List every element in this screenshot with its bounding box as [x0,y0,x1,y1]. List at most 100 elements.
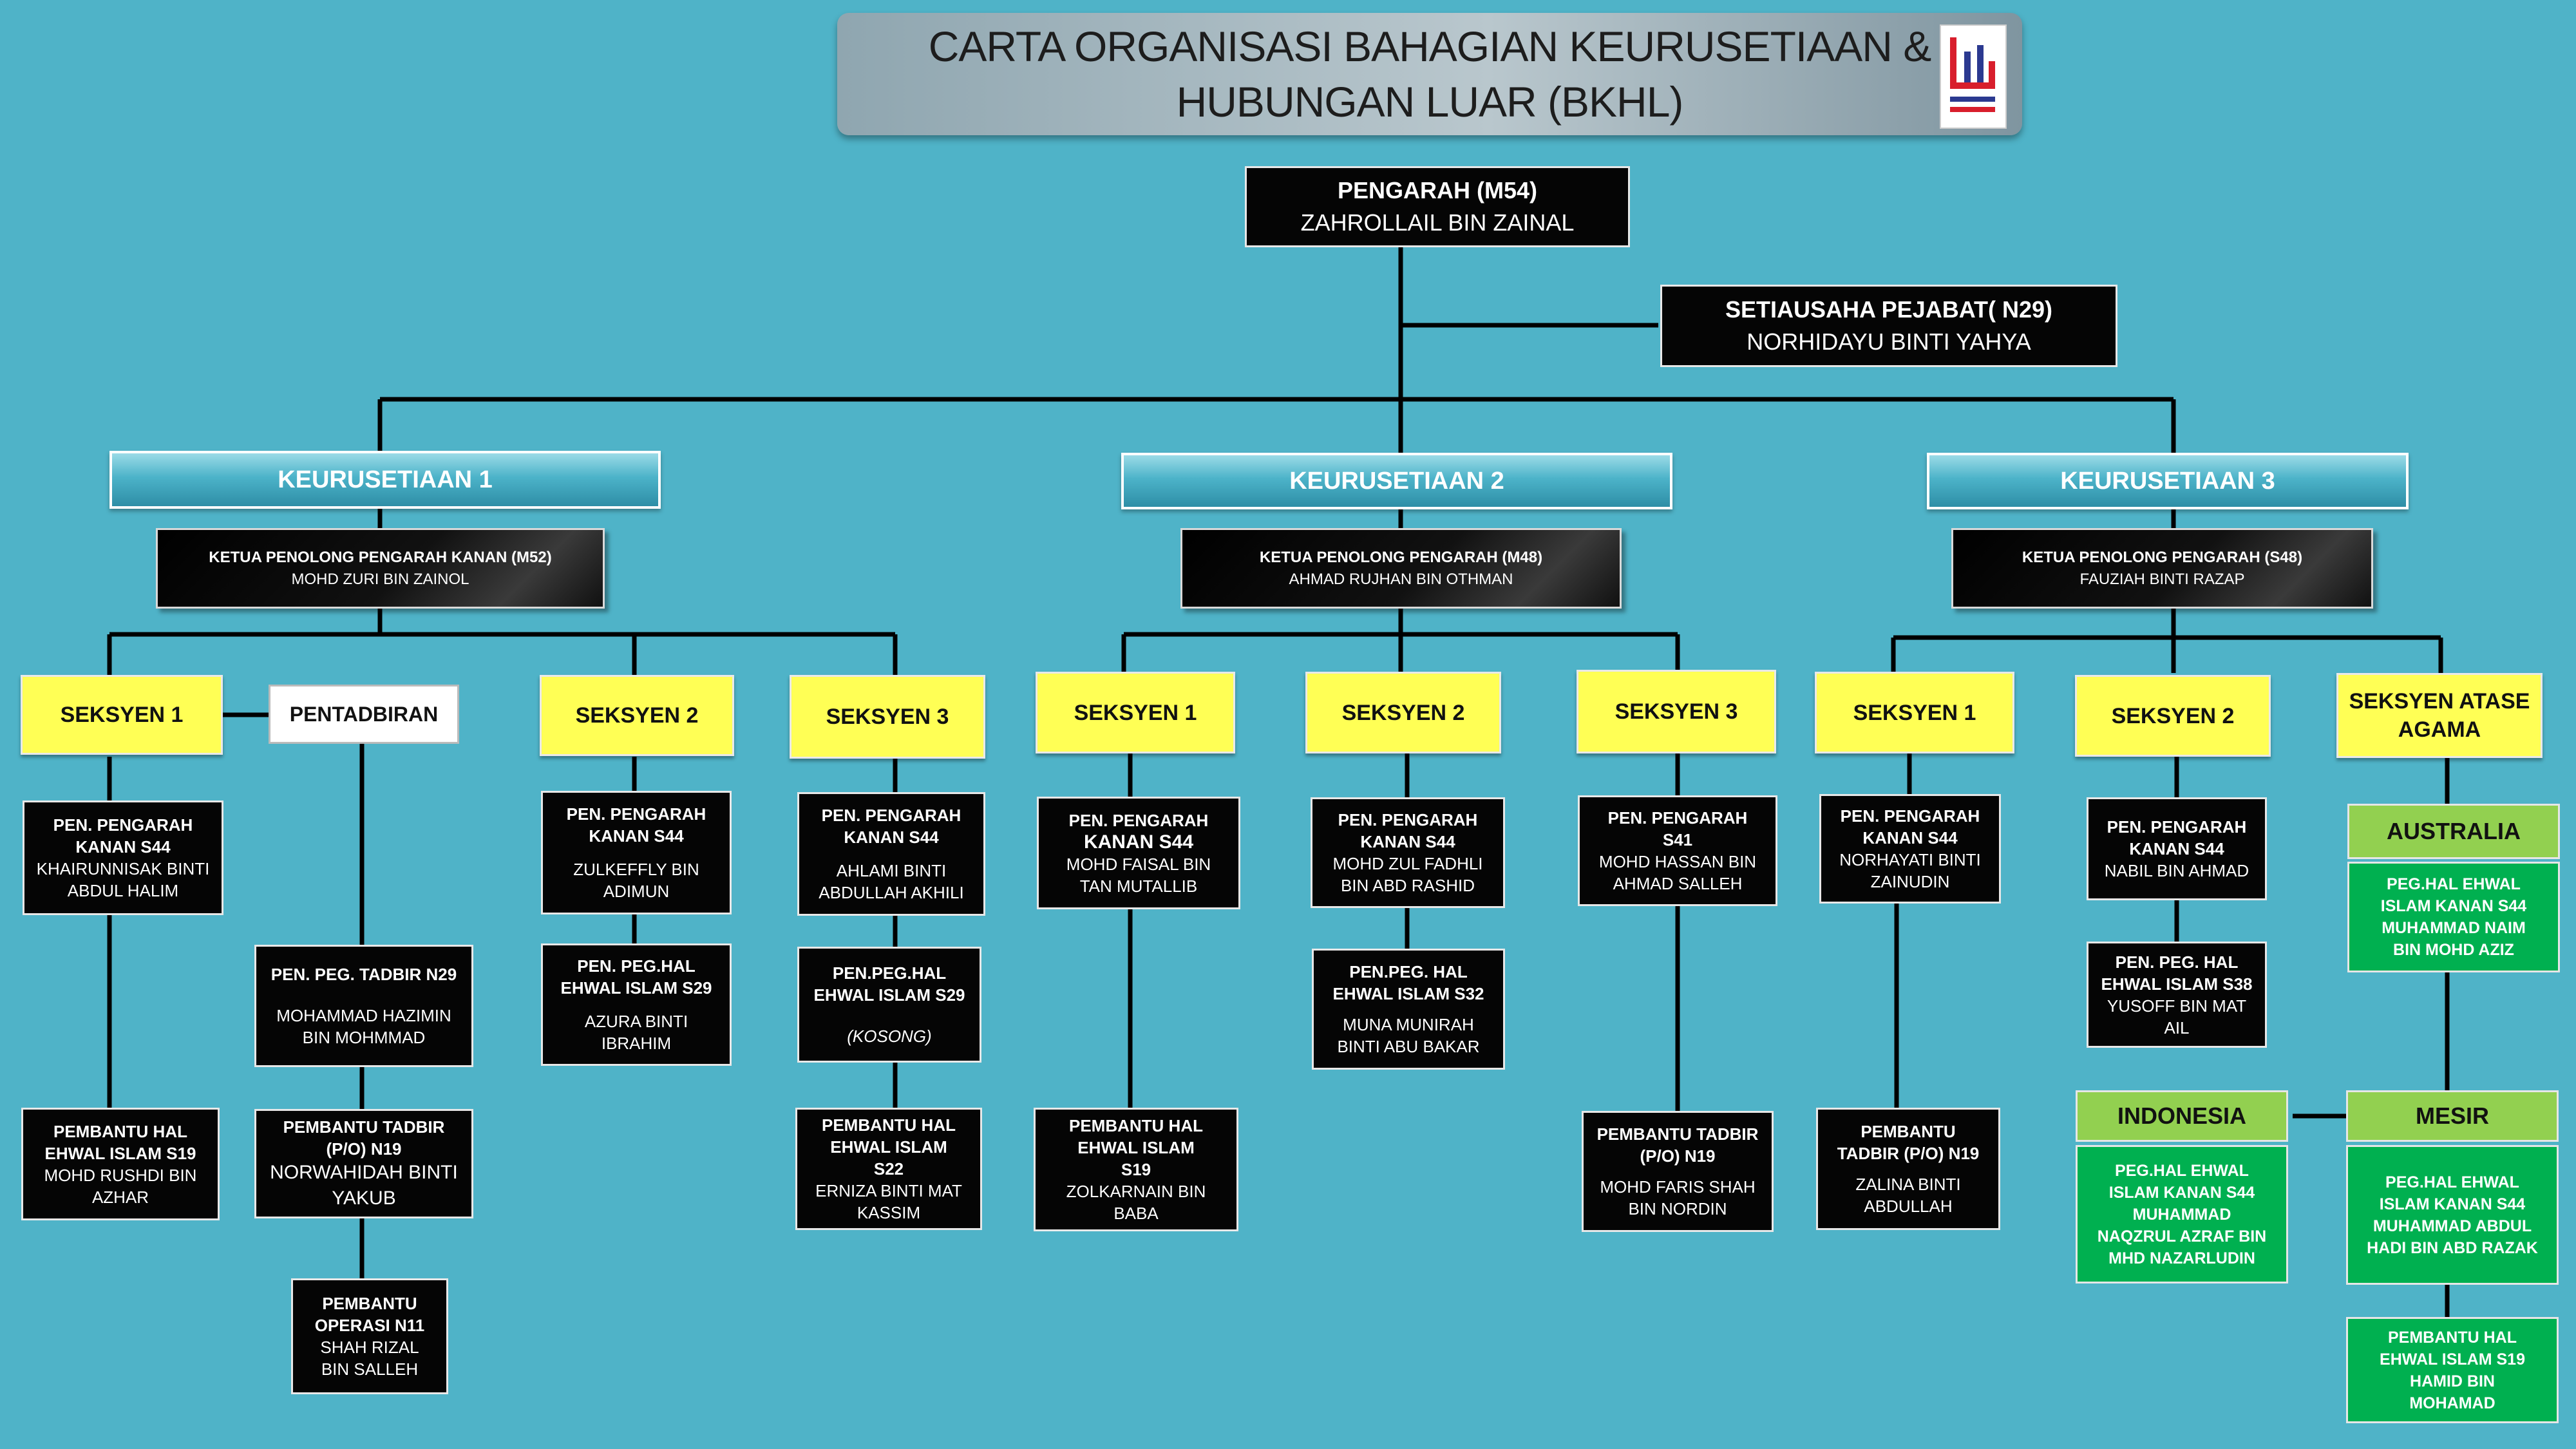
staff-name: MOHAMMAD HAZIMIN [276,1006,451,1025]
staff-title: PEN. PEG.HAL [577,956,696,976]
atase-australia-box: PEG.HAL EHWAL ISLAM KANAN S44 MUHAMMAD N… [2347,862,2560,972]
staff-name: BIN SALLEH [321,1359,419,1379]
staff-title: EHWAL ISLAM S29 [560,978,712,998]
staff-name: ZAINUDIN [1870,872,1950,891]
indonesia-label: INDONESIA [2117,1103,2247,1129]
staff-title: EHWAL ISLAM S32 [1332,984,1484,1003]
k1-s2-pen-peg-box: PEN. PEG.HAL EHWAL ISLAM S29 AZURA BINTI… [541,943,732,1066]
staff-title: PEMBANTU [1861,1122,1956,1141]
k1-s2-pen-pengarah-box: PEN. PENGARAH KANAN S44 ZULKEFFLY BIN AD… [541,791,732,914]
staff-name: MOHAMAD [2409,1394,2496,1412]
staff-title: PEMBANTU HAL [53,1121,187,1141]
staff-title: S41 [1662,830,1693,849]
k1-s1-pembantu-box: PEMBANTU HAL EHWAL ISLAM S19 MOHD RUSHDI… [21,1108,220,1220]
atase-mesir-box: PEG.HAL EHWAL ISLAM KANAN S44 MUHAMMAD A… [2346,1145,2559,1285]
staff-title: PEN. PENGARAH [1840,806,1980,826]
k2-s3-pembantu-box: PEMBANTU TADBIR (P/O) N19 MOHD FARIS SHA… [1582,1111,1774,1232]
atase-indonesia-header: INDONESIA [2076,1090,2288,1142]
staff-name: AHLAMI BINTI [836,861,947,880]
k1-seksyen-3-label: SEKSYEN 3 [826,705,949,729]
k3-seksyen-atase-agama: SEKSYEN ATASE AGAMA [2336,673,2543,758]
director-name: ZAHROLLAIL BIN ZAINAL [1300,209,1575,236]
atase-australia-header: AUSTRALIA [2347,804,2560,859]
staff-name: ABDULLAH AKHILI [819,883,964,902]
staff-title: EHWAL ISLAM S38 [2101,974,2253,994]
staff-title: KANAN S44 [2129,839,2224,858]
k2-seksyen-2: SEKSYEN 2 [1305,672,1501,753]
page-title-line1: CARTA ORGANISASI BAHAGIAN KEURUSETIAAN & [928,23,1932,70]
staff-name: ABDUL HALIM [67,881,179,900]
staff-name: TAN MUTALLIB [1079,876,1198,896]
k2-s2-pen-peg-box: PEN.PEG. HAL EHWAL ISLAM S32 MUNA MUNIRA… [1312,949,1505,1070]
k2-seksyen-1-label: SEKSYEN 1 [1074,700,1197,725]
staff-title: PEN. PENGARAH [1607,808,1748,828]
k3-head-box: KETUA PENOLONG PENGARAH (S48) FAUZIAH BI… [1951,528,2373,609]
staff-name: BIN ABD RASHID [1340,876,1475,895]
k1-pentadbiran: PENTADBIRAN [269,685,459,744]
staff-name: NABIL BIN AHMAD [2104,861,2249,880]
staff-name: ADIMUN [603,882,670,901]
staff-name: AHMAD SALLEH [1613,874,1743,893]
staff-title: PEMBANTU [322,1294,417,1313]
staff-name: ERNIZA BINTI MAT [815,1181,962,1200]
title-banner: CARTA ORGANISASI BAHAGIAN KEURUSETIAAN &… [837,13,2022,135]
australia-label: AUSTRALIA [2387,818,2521,844]
staff-title: ISLAM KANAN S44 [2380,897,2527,915]
staff-name: YUSOFF BIN MAT [2107,996,2247,1016]
k3-seksyen-1-label: SEKSYEN 1 [1853,700,1976,725]
staff-title: S22 [873,1159,904,1179]
k1-seksyen-1: SEKSYEN 1 [21,675,223,755]
staff-name: BINTI ABU BAKAR [1337,1037,1480,1056]
mesir-label: MESIR [2415,1103,2489,1129]
k1-head-title: KETUA PENOLONG PENGARAH KANAN (M52) [209,548,552,566]
staff-title: KANAN S44 [75,837,171,857]
k1-s3-pembantu-box: PEMBANTU HAL EHWAL ISLAM S22 ERNIZA BINT… [795,1108,982,1230]
k1-operasi-box: PEMBANTU OPERASI N11 SHAH RIZAL BIN SALL… [291,1278,448,1394]
k3-s1-pembantu-box: PEMBANTU TADBIR (P/O) N19 ZALINA BINTI A… [1816,1108,2000,1230]
staff-title: PEMBANTU TADBIR [283,1117,445,1137]
staff-name: NORWAHIDAH BINTI [270,1162,458,1183]
staff-title: TADBIR (P/O) N19 [1837,1144,1980,1163]
k1-pentadbiran-label: PENTADBIRAN [289,702,439,726]
staff-name: KHAIRUNNISAK BINTI [36,859,210,878]
staff-title: KANAN S44 [844,828,939,847]
keurusetiaan-3-header: KEURUSETIAAN 3 [1927,453,2409,509]
staff-title: PEMBANTU TADBIR [1596,1124,1759,1144]
staff-title: PEN. PENGARAH [566,804,706,824]
staff-name: ZOLKARNAIN BIN [1066,1182,1206,1201]
staff-title: PEN. PENGARAH [53,815,193,835]
atase-pembantu-box: PEMBANTU HAL EHWAL ISLAM S19 HAMID BIN M… [2346,1317,2559,1423]
staff-name: NORHAYATI BINTI [1839,850,1981,869]
k1-s3-pen-peg-box: PEN.PEG.HAL EHWAL ISLAM S29 (KOSONG) [797,947,981,1063]
staff-name: HADI BIN ABD RAZAK [2367,1238,2538,1257]
k2-seksyen-1: SEKSYEN 1 [1036,672,1235,753]
staff-title: EHWAL ISLAM S29 [813,985,965,1005]
staff-title: PEMBANTU HAL [2388,1328,2517,1347]
k3-seksyen-2: SEKSYEN 2 [2075,675,2271,757]
staff-title: PEG.HAL EHWAL [2115,1161,2249,1180]
staff-name: AZHAR [91,1187,149,1207]
staff-name: MUHAMMAD [2132,1205,2231,1224]
staff-title: PEN.PEG. HAL [1349,962,1468,981]
staff-name: MHD NAZARLUDIN [2108,1249,2255,1267]
k1-s3-pen-pengarah-box: PEN. PENGARAH KANAN S44 AHLAMI BINTI ABD… [797,792,985,916]
staff-name: MOHD ZUL FADHLI [1332,854,1483,873]
keurusetiaan-1-label: KEURUSETIAAN 1 [278,466,493,493]
k1-s1-pen-pengarah-box: PEN. PENGARAH KANAN S44 KHAIRUNNISAK BIN… [23,800,223,915]
staff-name: AZURA BINTI [584,1012,688,1031]
staff-name: MOHD RUSHDI BIN [44,1165,197,1185]
director-title: PENGARAH (M54) [1337,177,1538,204]
staff-name: KASSIM [857,1203,921,1222]
director-box: PENGARAH (M54) ZAHROLLAIL BIN ZAINAL [1245,166,1630,247]
staff-title: KANAN S44 [1862,828,1958,848]
staff-title: EHWAL ISLAM S19 [44,1143,196,1163]
k3-head-name: FAUZIAH BINTI RAZAP [2079,570,2245,588]
k2-s3-pen-pengarah-box: PEN. PENGARAH S41 MOHD HASSAN BIN AHMAD … [1578,795,1777,906]
staff-name: BIN MOHD AZIZ [2393,941,2514,959]
k3-atase-label: AGAMA [2398,717,2481,742]
staff-title: PEN. PENGARAH [1068,810,1209,830]
staff-title: EHWAL ISLAM [830,1137,947,1157]
keurusetiaan-1-header: KEURUSETIAAN 1 [109,451,661,509]
